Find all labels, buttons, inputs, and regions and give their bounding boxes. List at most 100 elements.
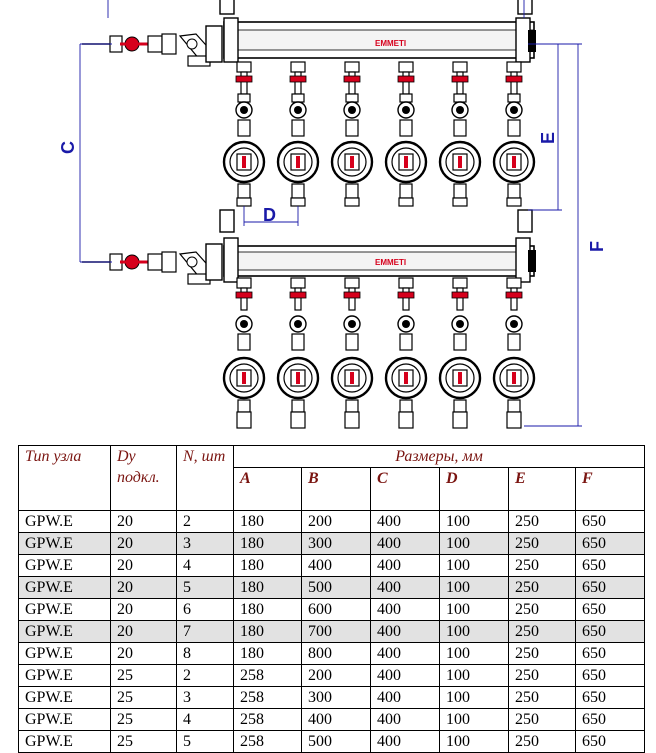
manifold-drawing: EMMETI EMMETI [58,0,607,430]
lower-outlets [222,276,536,430]
table-cell: 250 [508,532,576,555]
table-cell: 100 [439,664,509,687]
table-cell: 2 [176,664,234,687]
table-cell: 258 [233,730,302,753]
table-cell: 400 [370,708,440,731]
dimension-lines [79,0,582,427]
table-cell: 258 [233,664,302,687]
table-cell: 650 [574,708,646,731]
table-cell: GPW.E [18,730,111,753]
table-cell: GPW.E [18,620,111,643]
table-cell: 300 [301,532,371,555]
table-cell: 250 [508,664,576,687]
table-cell: 20 [110,510,177,533]
table-cell: 180 [233,532,302,555]
table-cell: 8 [176,642,234,665]
table-cell: 3 [176,532,234,555]
table-cell: 100 [439,730,509,753]
table-cell: 4 [176,554,234,577]
header-d: D [439,467,509,511]
table-cell: 650 [574,686,646,709]
header-type: Тип узла [18,445,111,511]
dimensions-table: Тип узла Dy подкл. N, шт Размеры, мм A B… [18,445,646,753]
header-f: F [574,467,646,511]
table-cell: 6 [176,598,234,621]
table-cell: 25 [110,730,177,753]
table-cell: 20 [110,554,177,577]
table-cell: 100 [439,576,509,599]
header-dy: Dy подкл. [110,445,177,511]
table-cell: 100 [439,510,509,533]
table-cell: 180 [233,576,302,599]
table-cell: 25 [110,664,177,687]
table-cell: 400 [370,620,440,643]
table-cell: GPW.E [18,554,111,577]
table-cell: GPW.E [18,642,111,665]
table-cell: 400 [370,510,440,533]
dim-label-e: E [538,132,558,144]
table-cell: 5 [176,576,234,599]
table-cell: 20 [110,620,177,643]
table-cell: 250 [508,730,576,753]
table-cell: 650 [574,510,646,533]
table-cell: 4 [176,708,234,731]
table-cell: 100 [439,598,509,621]
table-cell: 250 [508,554,576,577]
table-cell: GPW.E [18,664,111,687]
table-cell: 3 [176,686,234,709]
table-cell: 600 [301,598,371,621]
brand-logo-top: EMMETI [375,39,406,48]
table-cell: 100 [439,620,509,643]
table-cell: 180 [233,620,302,643]
lower-manifold: EMMETI [80,209,536,286]
table-cell: 650 [574,730,646,753]
table-cell: 250 [508,686,576,709]
table-cell: 250 [508,510,576,533]
table-cell: 650 [574,554,646,577]
table-cell: 400 [370,576,440,599]
table-cell: 400 [370,532,440,555]
table-cell: 180 [233,598,302,621]
table-cell: 258 [233,686,302,709]
table-cell: 7 [176,620,234,643]
header-dimensions: Размеры, мм [232,445,646,468]
header-e: E [508,467,576,511]
table-cell: 800 [301,642,371,665]
table-cell: 650 [574,598,646,621]
table-cell: GPW.E [18,598,111,621]
table-cell: 258 [233,708,302,731]
dim-label-f: F [587,241,607,252]
table-cell: 650 [574,620,646,643]
table-cell: 250 [508,576,576,599]
table-cell: 2 [176,510,234,533]
table-cell: 250 [508,642,576,665]
table-cell: 650 [574,576,646,599]
dim-label-d: D [263,205,276,225]
table-cell: 400 [370,686,440,709]
table-cell: 250 [508,620,576,643]
table-cell: GPW.E [18,708,111,731]
table-cell: 250 [508,708,576,731]
table-cell: 25 [110,708,177,731]
table-cell: 400 [370,664,440,687]
table-cell: 20 [110,532,177,555]
table-cell: 400 [370,554,440,577]
table-cell: 500 [301,730,371,753]
table-cell: 250 [508,598,576,621]
table-cell: 200 [301,510,371,533]
table-cell: 400 [301,554,371,577]
table-cell: 400 [301,708,371,731]
table-cell: 5 [176,730,234,753]
table-cell: 180 [233,642,302,665]
header-a: A [233,467,302,511]
